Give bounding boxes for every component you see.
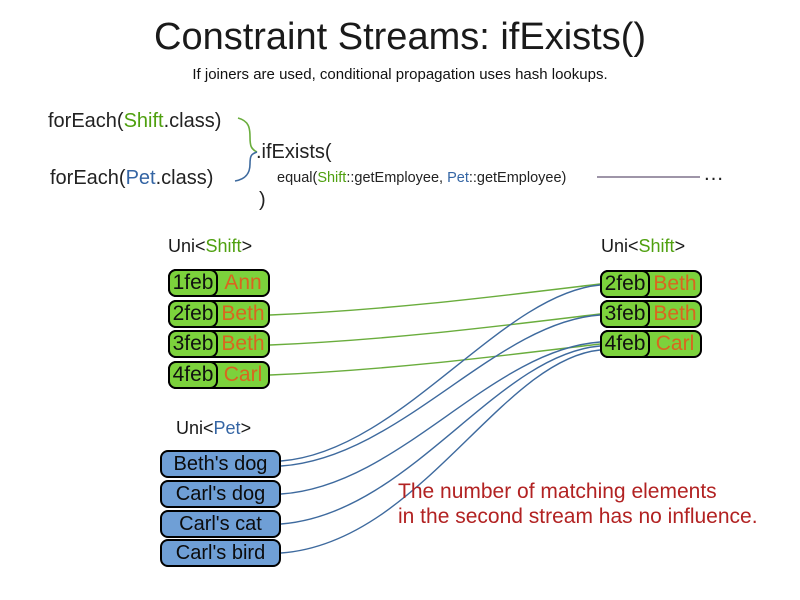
left-shift-table-label: Uni<Shift> — [168, 236, 252, 257]
employee-cell: Beth — [653, 302, 697, 325]
code-text: equal( — [277, 170, 318, 186]
table-row: 2feb Beth — [168, 300, 270, 328]
lookup-line-carlscat-4feb — [280, 345, 601, 525]
shift-class-name: Shift — [123, 110, 164, 132]
note-text: The number of matching elements in the s… — [398, 479, 758, 529]
date-cell: 2feb — [168, 300, 218, 328]
date-cell: 2feb — [600, 270, 650, 298]
table-row: 2feb Beth — [600, 270, 702, 298]
label-text: Uni< — [176, 418, 214, 438]
page-title: Constraint Streams: ifExists() — [154, 16, 646, 58]
lookup-line-bethsdog-2feb — [280, 284, 601, 462]
employee-cell: Beth — [221, 302, 265, 325]
table-row: 4feb Carl — [168, 361, 270, 389]
brace-top-green — [237, 117, 258, 153]
code-text: forEach( — [50, 167, 126, 189]
date-cell: 3feb — [600, 300, 650, 328]
label-text: > — [241, 236, 253, 256]
date-cell: 4feb — [600, 330, 650, 358]
code-text: forEach( — [48, 110, 124, 132]
employee-cell: Carl — [223, 363, 263, 386]
table-row: 3feb Beth — [168, 330, 270, 358]
label-text: Uni< — [601, 236, 639, 256]
code-ellipsis: … — [703, 162, 724, 185]
employee-cell: Beth — [653, 272, 697, 295]
brace-bottom-blue — [234, 151, 258, 182]
pet-row: Carl's bird — [160, 539, 281, 567]
code-text: ::getEmployee, — [346, 170, 448, 186]
employee-cell: Beth — [221, 332, 265, 355]
pet-table-label: Uni<Pet> — [176, 418, 251, 439]
code-equal-joiner: equal(Shift::getEmployee, Pet::getEmploy… — [277, 170, 566, 186]
match-line-4feb — [269, 343, 601, 376]
label-text: > — [674, 236, 686, 256]
match-line-2feb — [269, 283, 601, 316]
code-foreach-shift: forEach(Shift.class) — [48, 110, 221, 133]
date-cell: 4feb — [168, 361, 218, 389]
lookup-line-carlsdog-4feb — [280, 341, 601, 495]
label-type: Pet — [213, 418, 241, 438]
table-row: 3feb Beth — [600, 300, 702, 328]
right-shift-table-label: Uni<Shift> — [601, 236, 685, 257]
table-row: 4feb Carl — [600, 330, 702, 358]
code-text: .class) — [155, 167, 214, 189]
code-text: .class) — [163, 110, 222, 132]
match-line-3feb — [269, 313, 601, 346]
code-ifexists: .ifExists( — [256, 141, 332, 163]
page-subtitle: If joiners are used, conditional propaga… — [192, 66, 608, 83]
code-close-paren: ) — [259, 189, 266, 211]
lookup-line-carlsbird-4feb — [280, 349, 601, 554]
note-line-2: in the second stream has no influence. — [398, 505, 758, 528]
pet-class-name: Pet — [447, 170, 469, 186]
pet-class-name: Pet — [125, 167, 156, 189]
table-row: 1feb Ann — [168, 269, 270, 297]
label-text: Uni< — [168, 236, 206, 256]
label-type: Shift — [638, 236, 675, 256]
note-line-1: The number of matching elements — [398, 480, 717, 503]
employee-cell: Ann — [224, 271, 262, 294]
employee-cell: Carl — [655, 332, 695, 355]
shift-class-name: Shift — [317, 170, 347, 186]
label-type: Shift — [205, 236, 242, 256]
date-cell: 3feb — [168, 330, 218, 358]
code-text: ::getEmployee) — [468, 170, 567, 186]
pet-row: Carl's cat — [160, 510, 281, 538]
code-foreach-pet: forEach(Pet.class) — [50, 167, 213, 190]
lookup-line-bethsdog-3feb — [280, 314, 601, 467]
pet-row: Beth's dog — [160, 450, 281, 478]
label-text: > — [240, 418, 252, 438]
pet-row: Carl's dog — [160, 480, 281, 508]
date-cell: 1feb — [168, 269, 218, 297]
